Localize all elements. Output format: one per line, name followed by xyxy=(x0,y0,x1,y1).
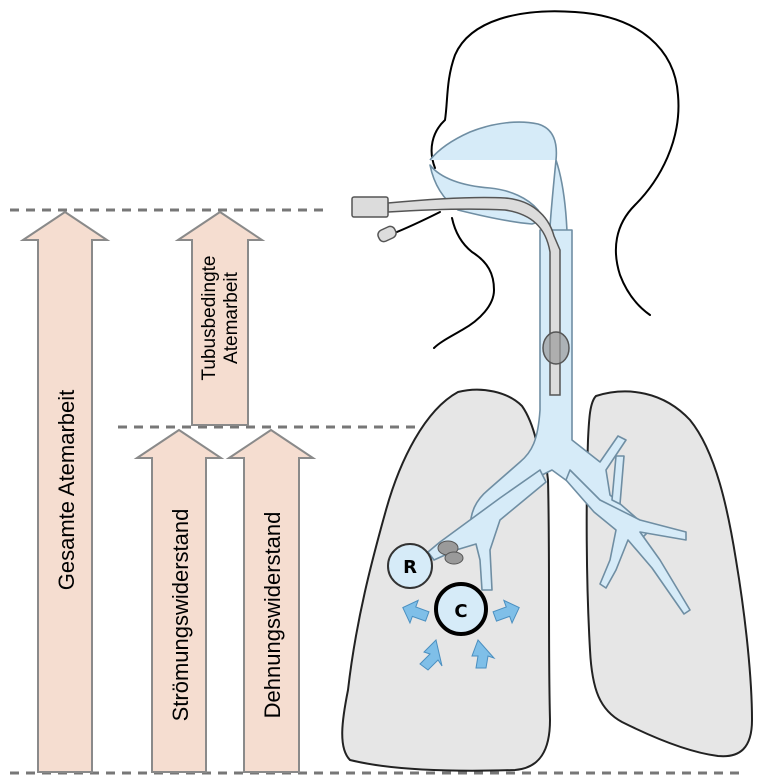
cuff-pilot-line xyxy=(392,212,440,234)
pilot-balloon xyxy=(376,225,397,243)
compliance-node: C xyxy=(436,584,486,634)
flow-resistance-arrow: Strömungswiderstand xyxy=(137,430,221,772)
left-lung xyxy=(342,390,550,771)
flow-resistance-label: Strömungswiderstand xyxy=(168,509,193,722)
total-work-label: Gesamte Atemarbeit xyxy=(54,390,79,591)
tube-work-label-line1: Tubusbedingte xyxy=(199,255,220,380)
tube-cuff xyxy=(543,332,569,364)
resistance-label: R xyxy=(403,557,417,578)
endotracheal-tube xyxy=(388,197,560,395)
stretch-resistance-arrow: Dehnungswiderstand xyxy=(229,430,313,772)
tube-work-label-line2: Atemarbeit xyxy=(221,271,242,364)
stretch-resistance-label: Dehnungswiderstand xyxy=(260,512,285,719)
jaw-outline xyxy=(434,218,494,348)
tube-work-arrow: Tubusbedingte Atemarbeit xyxy=(178,212,262,425)
compliance-label: C xyxy=(454,601,467,622)
total-work-arrow: Gesamte Atemarbeit xyxy=(23,212,107,772)
tube-connector xyxy=(352,197,388,217)
